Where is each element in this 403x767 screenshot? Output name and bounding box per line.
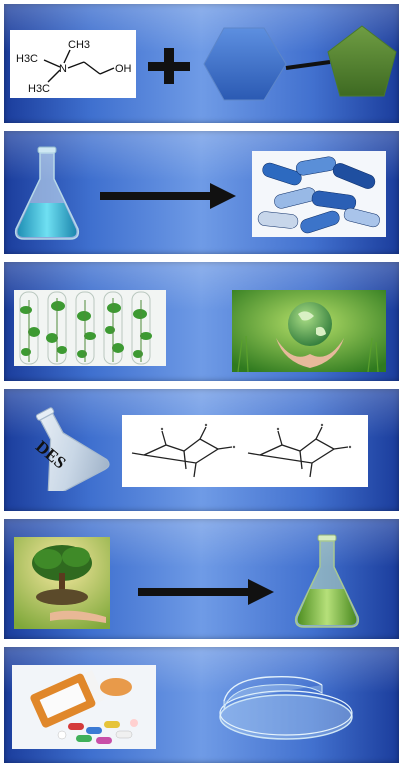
methyl-label-left: H3C <box>16 53 38 65</box>
hydroxyl-label: OH <box>115 63 132 75</box>
plus-icon <box>148 48 190 84</box>
petri-dish-icon <box>219 675 353 740</box>
panel-pills-and-petri <box>4 647 399 763</box>
panel-tree-to-flask <box>4 519 399 639</box>
earth-in-hands-image <box>232 290 386 372</box>
methyl-label-top: CH3 <box>68 39 90 51</box>
right-arrow-icon <box>100 183 236 209</box>
panel-des-and-structures: DES <box>4 389 399 511</box>
choline-structure: H3C CH3 H3C N OH <box>10 30 136 98</box>
tree-in-hand-image <box>14 537 110 629</box>
capsules-image <box>252 151 386 237</box>
hexagon-pentagon-icon <box>203 25 397 101</box>
des-flask: DES <box>14 405 110 491</box>
pill-bottle-image <box>12 665 156 749</box>
green-flask-icon <box>294 534 360 628</box>
panel-choline-plus-components: H3C CH3 H3C N OH <box>4 4 399 123</box>
panel-flask-to-medicine <box>4 131 399 254</box>
nitrogen-label: N <box>59 63 67 75</box>
panel-plants-and-earth <box>4 262 399 381</box>
methyl-label-bottom: H3C <box>28 83 50 95</box>
glucose-chair-structures <box>122 415 368 487</box>
right-arrow-icon-2 <box>138 579 274 605</box>
blue-flask-icon <box>14 146 80 240</box>
plant-test-tubes-image <box>14 290 166 366</box>
